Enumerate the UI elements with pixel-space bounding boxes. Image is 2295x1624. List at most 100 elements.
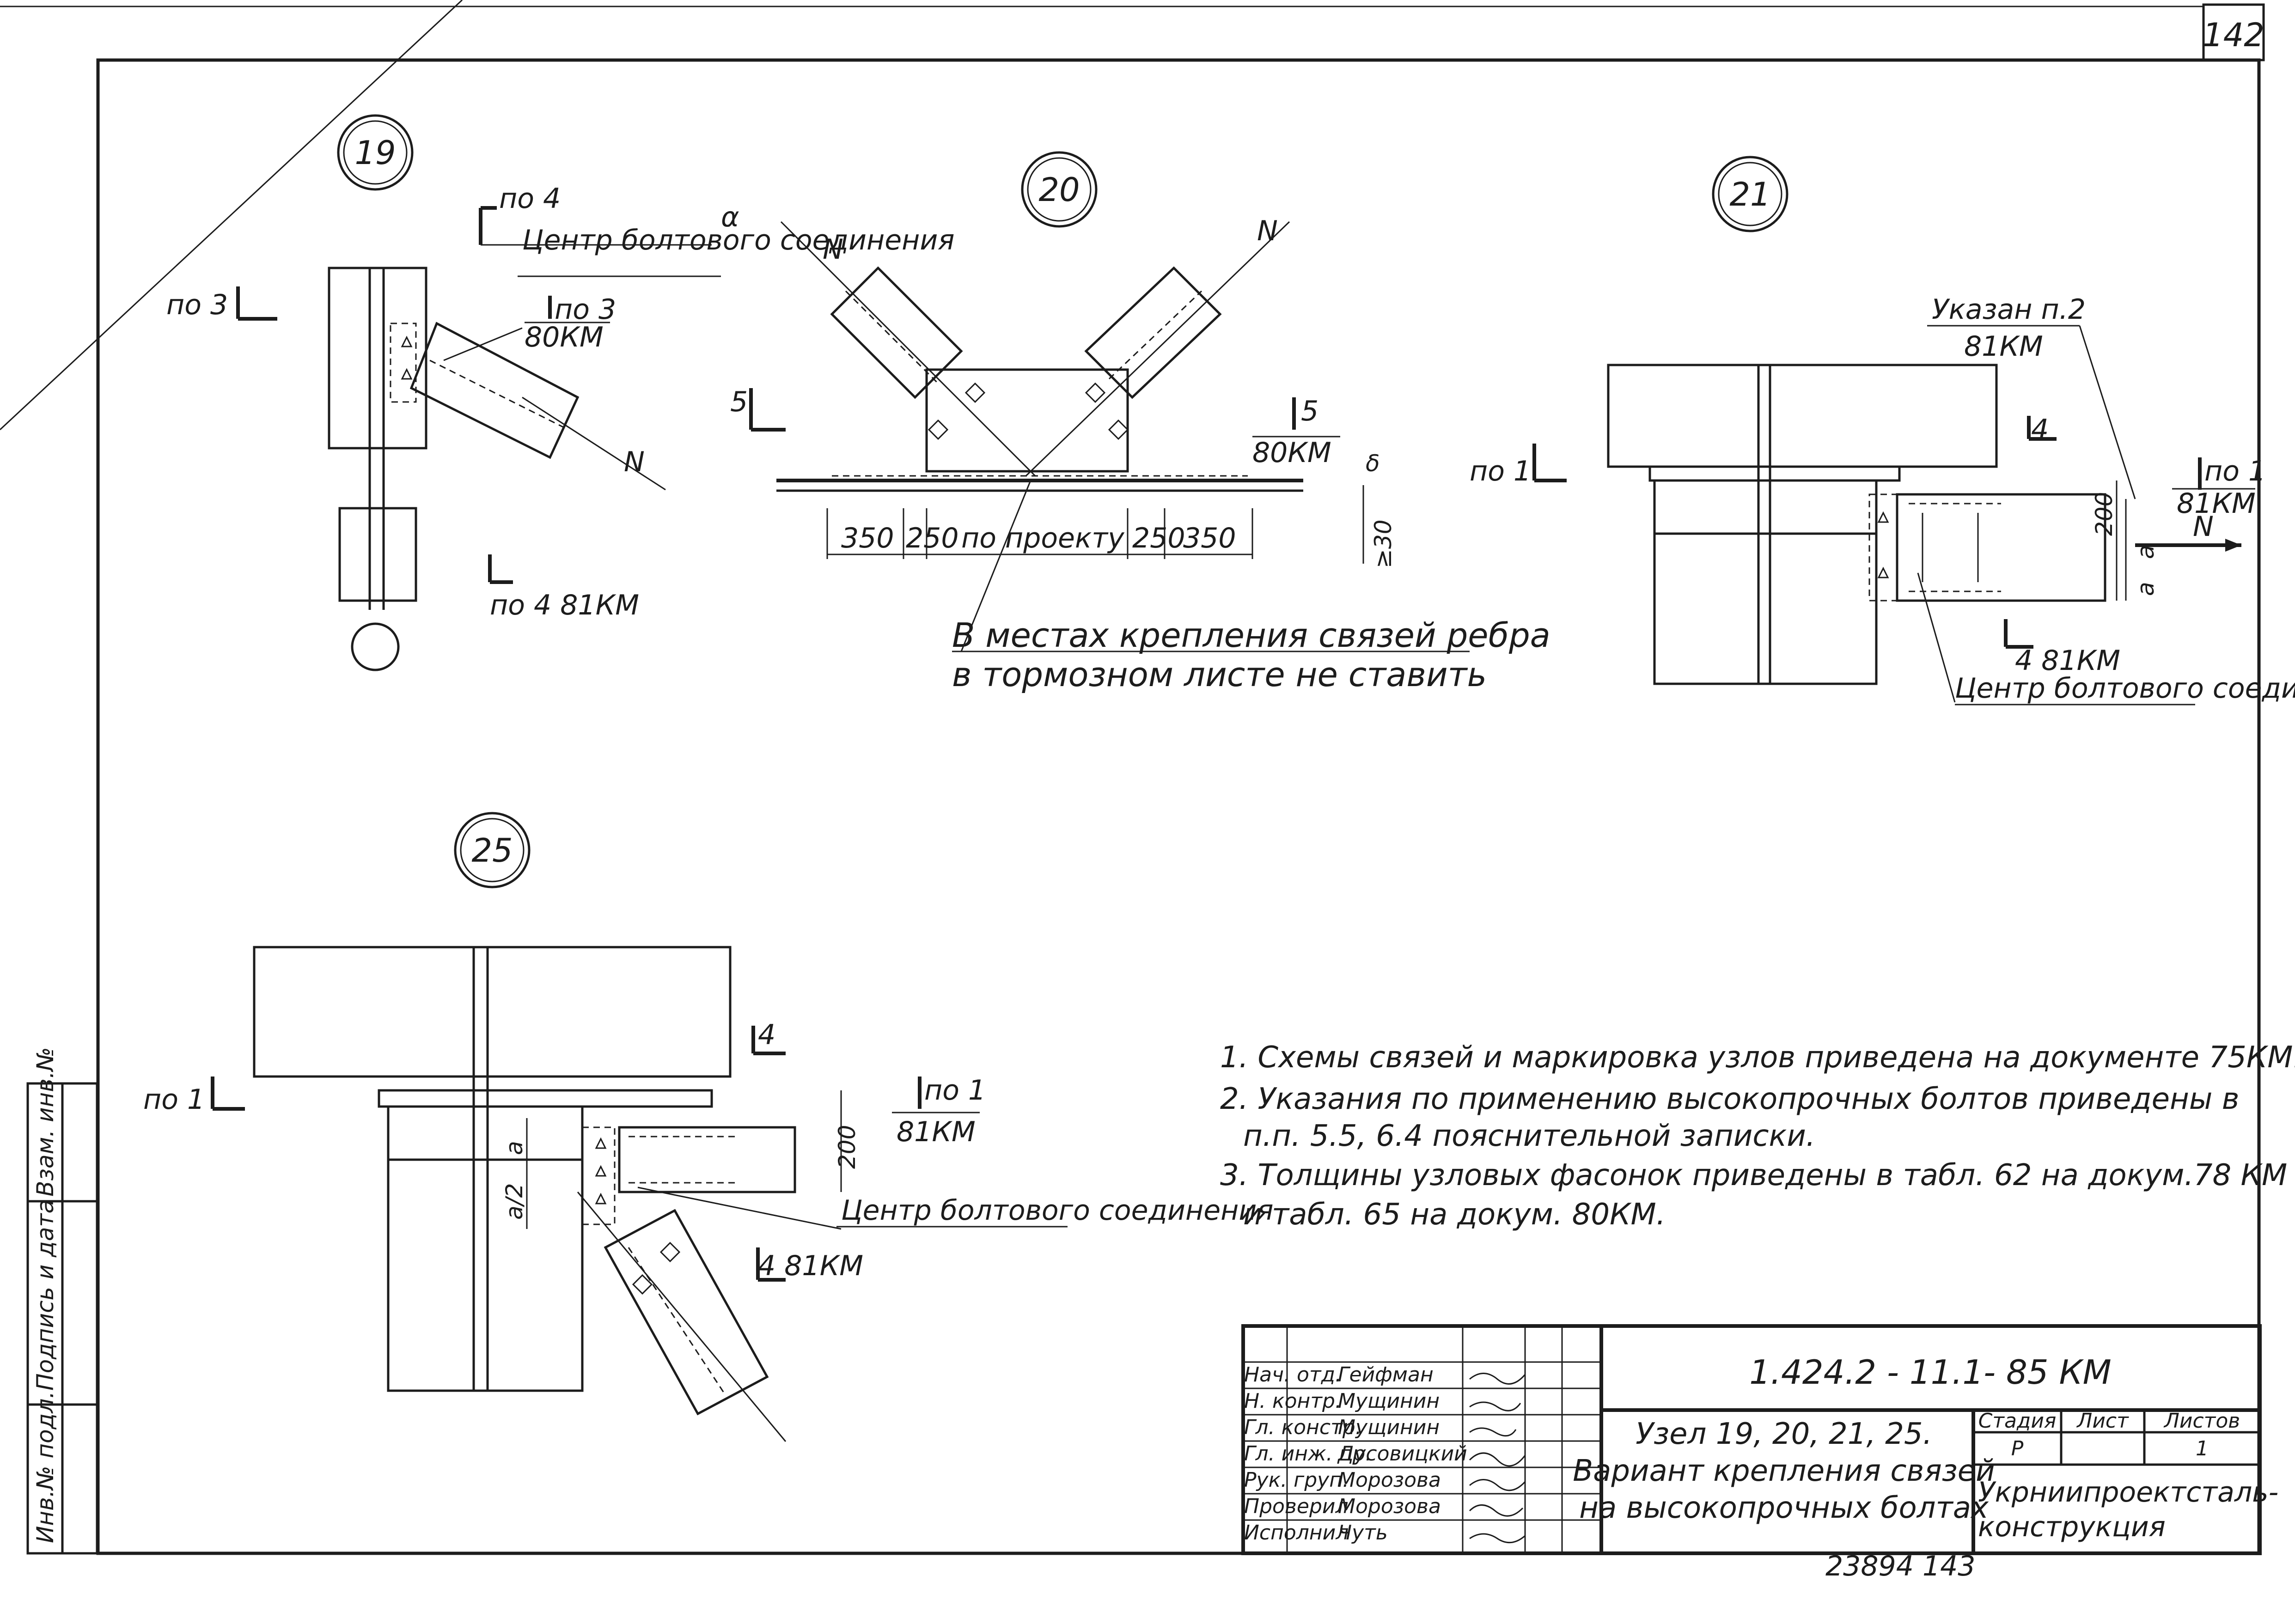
node-20-dim-1: 250 — [906, 522, 959, 554]
staff-role-2: Гл. констр. — [1244, 1416, 1362, 1439]
node-19: 19 по 4 Центр болтового соединения по 3 … — [0, 0, 954, 671]
node-20-force-left: N — [823, 233, 843, 266]
staff-name-3: Дусовицкий — [1337, 1442, 1467, 1466]
node-21-bolt-center: Центр болтового соединения — [1955, 672, 2295, 705]
node-20-circle — [1021, 151, 1098, 228]
node-25-section-right-ref: 81КМ — [897, 1116, 976, 1148]
node-25-dim-200: 200 — [834, 1125, 861, 1169]
sheet-frame — [96, 58, 2261, 1555]
node-21-section-right-ref: 81КМ — [2177, 487, 2256, 520]
staff-role-4: Рук. груп. — [1244, 1468, 1349, 1492]
node-20-left-brace — [830, 266, 963, 399]
staff-name-2: Мущинин — [1338, 1416, 1440, 1439]
staff-role-3: Гл. инж. пр. — [1244, 1442, 1372, 1466]
node-21-gusset — [1868, 493, 1898, 602]
title-line-1: Узел 19, 20, 21, 25. — [1636, 1417, 1932, 1451]
node-25-section-top: 4 — [758, 1019, 775, 1051]
title-line-3: на высокопрочных болтах — [1579, 1491, 1989, 1525]
node-20-dim-0: 350 — [841, 522, 894, 554]
node-19-pin — [351, 622, 400, 671]
staff-name-0: Гейфман — [1338, 1363, 1434, 1387]
node-20-alpha: α — [721, 201, 739, 233]
doc-code: 1.424.2 - 11.1- 85 КМ — [1749, 1353, 2112, 1392]
staff-role-5: Проверил — [1244, 1495, 1349, 1518]
node-21-section-top: 4 — [2031, 414, 2049, 446]
node-21-indicated: Указан п.2 — [1932, 293, 2086, 326]
note-1: 1. Схемы связей и маркировка узлов приве… — [1220, 1040, 2295, 1075]
node-20-note-line2: в тормозном листе не ставить — [952, 655, 1487, 694]
node-20-dim-3: 250 — [1132, 522, 1185, 554]
staff-role-6: Исполнил — [1244, 1521, 1349, 1545]
node-19-number: 19 — [354, 134, 396, 172]
node-19-doc-ref: 80КМ — [525, 321, 604, 353]
signature-2 — [1469, 1427, 1517, 1437]
node-21-beam — [1607, 364, 1998, 468]
node-25: 25 4 по 1 по 1 81КМ 200 a a/2 — [143, 812, 1273, 1442]
title-block-frame — [1241, 1324, 2262, 1555]
node-19-section-bottom: по 4 81КМ — [490, 589, 639, 621]
org-line-1: Укрниипроектсталь- — [1978, 1476, 2278, 1508]
node-20: 20 α N N 5 5 80КМ δ ≥30 — [721, 151, 1550, 694]
signature-0 — [1469, 1373, 1526, 1385]
node-19-circle — [337, 114, 414, 191]
staff-name-5: Морозова — [1338, 1495, 1441, 1518]
node-21-dim-200: 200 — [2091, 492, 2118, 536]
node-20-note-line1: В местах крепления связей ребра — [952, 616, 1550, 655]
node-21-section-bottom: 4 81КМ — [2015, 645, 2120, 677]
node-21-dim-a1: a — [2132, 545, 2159, 559]
side-stamp: Инв.№ подл. Подпись и дата Взам. инв.№ — [26, 1047, 98, 1555]
node-19-column — [328, 267, 427, 450]
node-21: 21 Указан п.2 81КМ 4 по 1 по 1 81КМ N — [1470, 156, 2295, 706]
node-21-dim-a2: a — [2132, 582, 2159, 596]
node-19-bolt-center: Центр болтового соединения — [522, 224, 954, 256]
signature-1 — [1469, 1401, 1521, 1411]
node-20-delta: δ — [1366, 450, 1380, 477]
node-25-dim-a: a — [501, 1141, 528, 1155]
node-25-circle — [454, 812, 531, 888]
side-stamp-inv: Инв.№ подл. — [32, 1391, 59, 1543]
node-25-bolt-center: Центр болтового соединения — [841, 1194, 1273, 1227]
side-stamp-replace: Взам. инв.№ — [32, 1047, 59, 1197]
node-25-gusset — [581, 1126, 616, 1225]
side-stamp-sign: Подпись и дата — [32, 1199, 59, 1391]
node-21-indicated-ref: 81КМ — [1964, 330, 2043, 363]
node-25-column — [387, 1105, 584, 1392]
node-20-section-right: 5 — [1301, 395, 1318, 427]
node-21-circle — [1712, 156, 1788, 232]
node-20-right-brace — [1084, 266, 1222, 399]
node-25-section-left: по 1 — [143, 1083, 205, 1116]
sheet-header: Лист — [2076, 1409, 2129, 1433]
node-21-force: N — [2193, 511, 2214, 543]
note-2-cont: п.п. 5.5, 6.4 пояснительной записки. — [1243, 1119, 1815, 1153]
node-20-number: 20 — [1038, 171, 1080, 209]
node-25-beam — [253, 946, 732, 1078]
sheets-header: Листов — [2163, 1409, 2240, 1433]
node-19-section-left: по 3 — [166, 289, 228, 321]
signature-3 — [1469, 1452, 1526, 1467]
node-21-section-right: по 1 — [2204, 455, 2266, 487]
sheets-value: 1 — [2196, 1437, 2209, 1460]
staff-role-0: Нач. отд. — [1244, 1363, 1342, 1387]
signature-5 — [1469, 1504, 1524, 1517]
node-21-brace — [1896, 493, 2106, 602]
node-20-force-right: N — [1257, 215, 1278, 247]
node-20-doc-ref: 80КМ — [1252, 437, 1331, 469]
node-19-section-ref: по 3 — [555, 293, 616, 326]
general-notes: 1. Схемы связей и маркировка узлов приве… — [1220, 1040, 2295, 1232]
node-20-gusset — [925, 368, 1129, 473]
staff-name-6: Чуть — [1338, 1521, 1388, 1545]
note-3-cont: и табл. 65 на докум. 80КМ. — [1243, 1198, 1666, 1232]
node-25-dim-a2: a/2 — [501, 1183, 528, 1220]
node-21-column — [1653, 479, 1878, 685]
node-20-dim-4: 350 — [1183, 522, 1236, 554]
note-2: 2. Указания по применению высокопрочных … — [1220, 1082, 2239, 1116]
node-25-section-bottom: 4 81КМ — [758, 1250, 863, 1282]
node-20-dim-side: ≥30 — [1370, 519, 1397, 568]
title-line-2: Вариант крепления связей — [1573, 1454, 1995, 1488]
staff-role-1: Н. контр. — [1244, 1389, 1342, 1413]
staff-name-4: Морозова — [1338, 1468, 1441, 1492]
archive-number: 23894 143 — [1825, 1550, 1975, 1582]
sheet-number: 142 — [2203, 16, 2264, 54]
node-25-inclined-brace — [604, 1209, 769, 1416]
